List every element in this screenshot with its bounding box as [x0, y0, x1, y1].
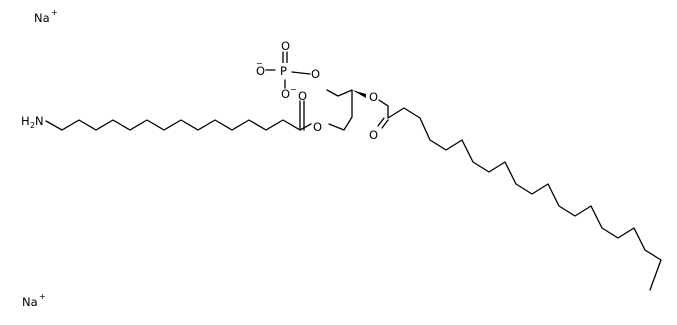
oxide-oxygen-1: O — [256, 64, 265, 78]
phosphate-group: P O O − O − O — [256, 39, 320, 101]
palmitoyl-chain — [387, 107, 662, 291]
carbonyl-oxygen-2: O — [369, 128, 378, 142]
sodium-ion-bottom: Na + — [22, 292, 46, 309]
bond-set — [45, 51, 662, 291]
amine-group: H 2 N — [21, 114, 44, 130]
ester-group-1: O O — [298, 89, 322, 134]
amine-nitrogen: N — [35, 114, 44, 128]
ester-bond-1 — [299, 123, 312, 131]
ester-oxygen-1: O — [313, 120, 322, 134]
oxide-charge-1: − — [256, 59, 263, 68]
ester-oxygen-2: O — [369, 90, 378, 104]
carbonyl-oxygen-1: O — [298, 89, 307, 103]
stereo-wedge — [352, 90, 366, 98]
phosphorus-atom: P — [280, 64, 287, 78]
sodium-charge: + — [39, 292, 46, 301]
oxide-charge-2: − — [290, 85, 297, 94]
sodium-ion-top: Na + — [34, 8, 58, 25]
oxide-oxygen-2: O — [281, 87, 290, 101]
sodium-symbol: Na — [34, 11, 50, 25]
sodium-symbol: Na — [22, 295, 38, 309]
amine-hydrogen: H — [21, 114, 30, 128]
carbonyl-bond-2b — [381, 119, 389, 129]
ester-group-2: O O — [369, 90, 378, 142]
p-o-bond — [291, 71, 311, 75]
glycerol-backbone — [326, 89, 353, 131]
amine-subscript: 2 — [30, 121, 35, 130]
ester-bond-2 — [378, 99, 389, 107]
bridging-oxygen: O — [311, 67, 320, 81]
sodium-charge: + — [51, 8, 58, 17]
phosphoryl-oxygen: O — [281, 39, 290, 53]
aminoacyl-chain — [45, 119, 301, 131]
carbonyl-bond-2a — [377, 117, 385, 127]
phosphorus-bg — [278, 63, 290, 77]
